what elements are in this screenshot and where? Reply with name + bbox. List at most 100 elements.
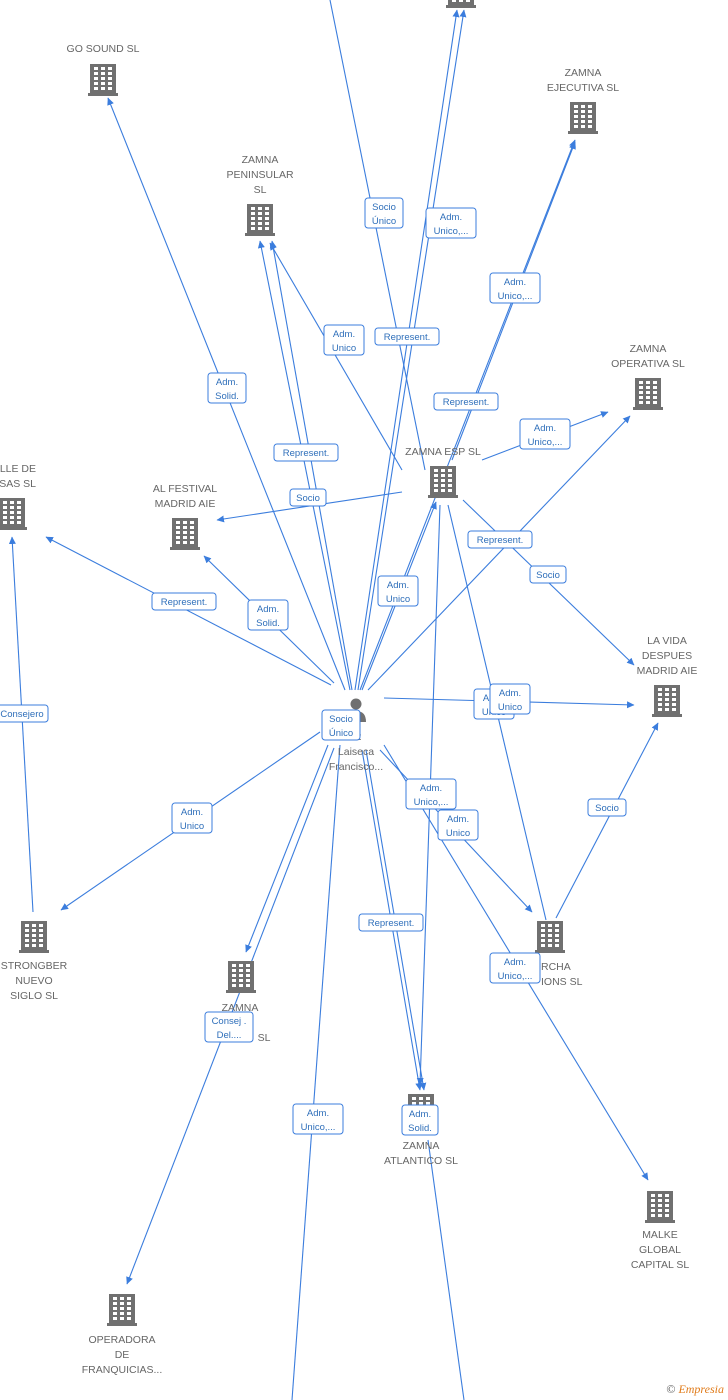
edge-label-l3[interactable]: Adm.Unico,... (489, 272, 541, 304)
edge-label-l13[interactable]: Adm.Unico (377, 575, 419, 607)
edge-label-box (433, 392, 499, 411)
edge-label-l22[interactable]: Adm.Unico (171, 802, 213, 834)
building-icon (652, 685, 682, 717)
edge-label-box (289, 488, 327, 507)
node-label: ZAMNA (565, 67, 602, 79)
edge-label-l20[interactable]: Adm.Unico,... (405, 778, 457, 810)
company-node-esp[interactable]: ZAMNA ESP SL (405, 446, 481, 498)
edge-label-text: Unico,... (498, 291, 533, 302)
edge-label-l19[interactable]: Adm.Unico (489, 683, 531, 715)
edge-label-text: Unico (180, 821, 204, 832)
edge-label-text: Socio (296, 493, 320, 504)
edge-label-text: Socio (595, 803, 619, 814)
footer-credit: © Empresia (666, 1382, 724, 1397)
building-icon (568, 102, 598, 134)
company-node-calle[interactable]: LLE DEANSAS SL (0, 463, 36, 530)
node-label: DE (115, 1349, 130, 1361)
edge-label-box (489, 272, 541, 304)
edge-label-box (587, 798, 627, 817)
edge-label-l23[interactable]: Socio (587, 798, 627, 817)
edge-label-l21[interactable]: Adm.Unico (437, 809, 479, 841)
edge-label-l7[interactable]: Represent. (433, 392, 499, 411)
edge-label-box (204, 1011, 254, 1043)
edge-label-text: Socio (536, 570, 560, 581)
edge-label-l5[interactable]: Represent. (374, 327, 440, 346)
edge-label-text: Unico (446, 828, 470, 839)
edge-label-box (171, 802, 213, 834)
edge-label-text: Represent. (161, 597, 207, 608)
node-label: SL (258, 1032, 271, 1044)
edge-label-text: Represent. (384, 332, 430, 343)
edge-label-l26[interactable]: Consej .Del.... (204, 1011, 254, 1043)
edge-label-l15[interactable]: Adm.Solid. (247, 599, 289, 631)
edge-label-text: Unico (332, 343, 356, 354)
edge-label-l28[interactable]: Adm. Solid. (401, 1104, 439, 1136)
edge-label-l11[interactable]: Represent. (467, 530, 533, 549)
relationship-edge (45, 536, 332, 686)
edge-label-text: Represent. (477, 535, 523, 546)
building-icon (88, 64, 118, 96)
node-label: LA VIDA (647, 635, 687, 647)
edge-label-text: Adm. (420, 783, 442, 794)
edge-label-l2[interactable]: Adm.Unico,... (425, 207, 477, 239)
building-icon (0, 498, 27, 530)
edge-label-l25[interactable]: Adm.Unico,... (489, 952, 541, 984)
edge-label-text: Adm. (504, 957, 526, 968)
edge-label-l10[interactable]: Socio (289, 488, 327, 507)
node-label: ZAMNA (222, 1002, 259, 1014)
relationship-edge (357, 9, 467, 691)
edge-label-text: Represent. (443, 397, 489, 408)
edge-label-text: Solid. (408, 1123, 432, 1134)
edge-label-l16[interactable]: Consejero (0, 704, 49, 723)
edge-label-text: Unico (498, 702, 522, 713)
company-node-ejecutiva[interactable]: ZAMNA EJECUTIVA SL (547, 67, 619, 134)
edge-label-text: Único (329, 728, 353, 739)
company-node-zamna[interactable]: ZAMNA SL (222, 961, 271, 1044)
node-label: RCHA (541, 961, 571, 973)
edge-label-l8[interactable]: Adm.Unico,... (519, 418, 571, 450)
edge-label-l12[interactable]: Socio (529, 565, 567, 584)
node-label: EJECUTIVA SL (547, 82, 619, 94)
edge-label-text: Adm. (257, 604, 279, 615)
company-node-operadora[interactable]: OPERADORADEFRANQUICIAS... (82, 1294, 163, 1376)
company-node-gosound[interactable]: GO SOUND SL (67, 43, 140, 96)
edge-label-box (489, 683, 531, 715)
relationship-edge (257, 240, 351, 691)
edge-label-l6[interactable]: Adm.Solid. (207, 372, 247, 404)
node-label: AL FESTIVAL (153, 483, 217, 495)
edge-label-text: Consejero (0, 709, 43, 720)
node-label: GLOBAL (639, 1244, 681, 1256)
edge-label-l27[interactable]: Adm.Unico,... (292, 1103, 344, 1135)
building-icon (226, 961, 256, 993)
edge-label-box (529, 565, 567, 584)
company-node-top[interactable] (446, 0, 476, 8)
node-label: OPERADORA (88, 1334, 155, 1346)
edge-label-l24[interactable]: Represent. (358, 913, 424, 932)
building-icon (446, 0, 476, 8)
edge-label-text: Unico,... (434, 226, 469, 237)
relationship-edge (245, 744, 329, 953)
edge-label-l9[interactable]: Represent. (273, 443, 339, 462)
edge-label-box (273, 443, 339, 462)
edge-label-l14[interactable]: Represent. (151, 592, 217, 611)
edge-label-box (519, 418, 571, 450)
building-icon (535, 921, 565, 953)
edge-label-text: Adm. (409, 1109, 431, 1120)
node-label: MALKE (642, 1229, 678, 1241)
edge-label-l4[interactable]: Adm.Unico (323, 324, 365, 356)
relationship-edge (269, 242, 403, 471)
edge-label-text: Represent. (283, 448, 329, 459)
edge-label-box (374, 327, 440, 346)
node-label: LLE DE (0, 463, 36, 475)
edge-label-box (207, 372, 247, 404)
